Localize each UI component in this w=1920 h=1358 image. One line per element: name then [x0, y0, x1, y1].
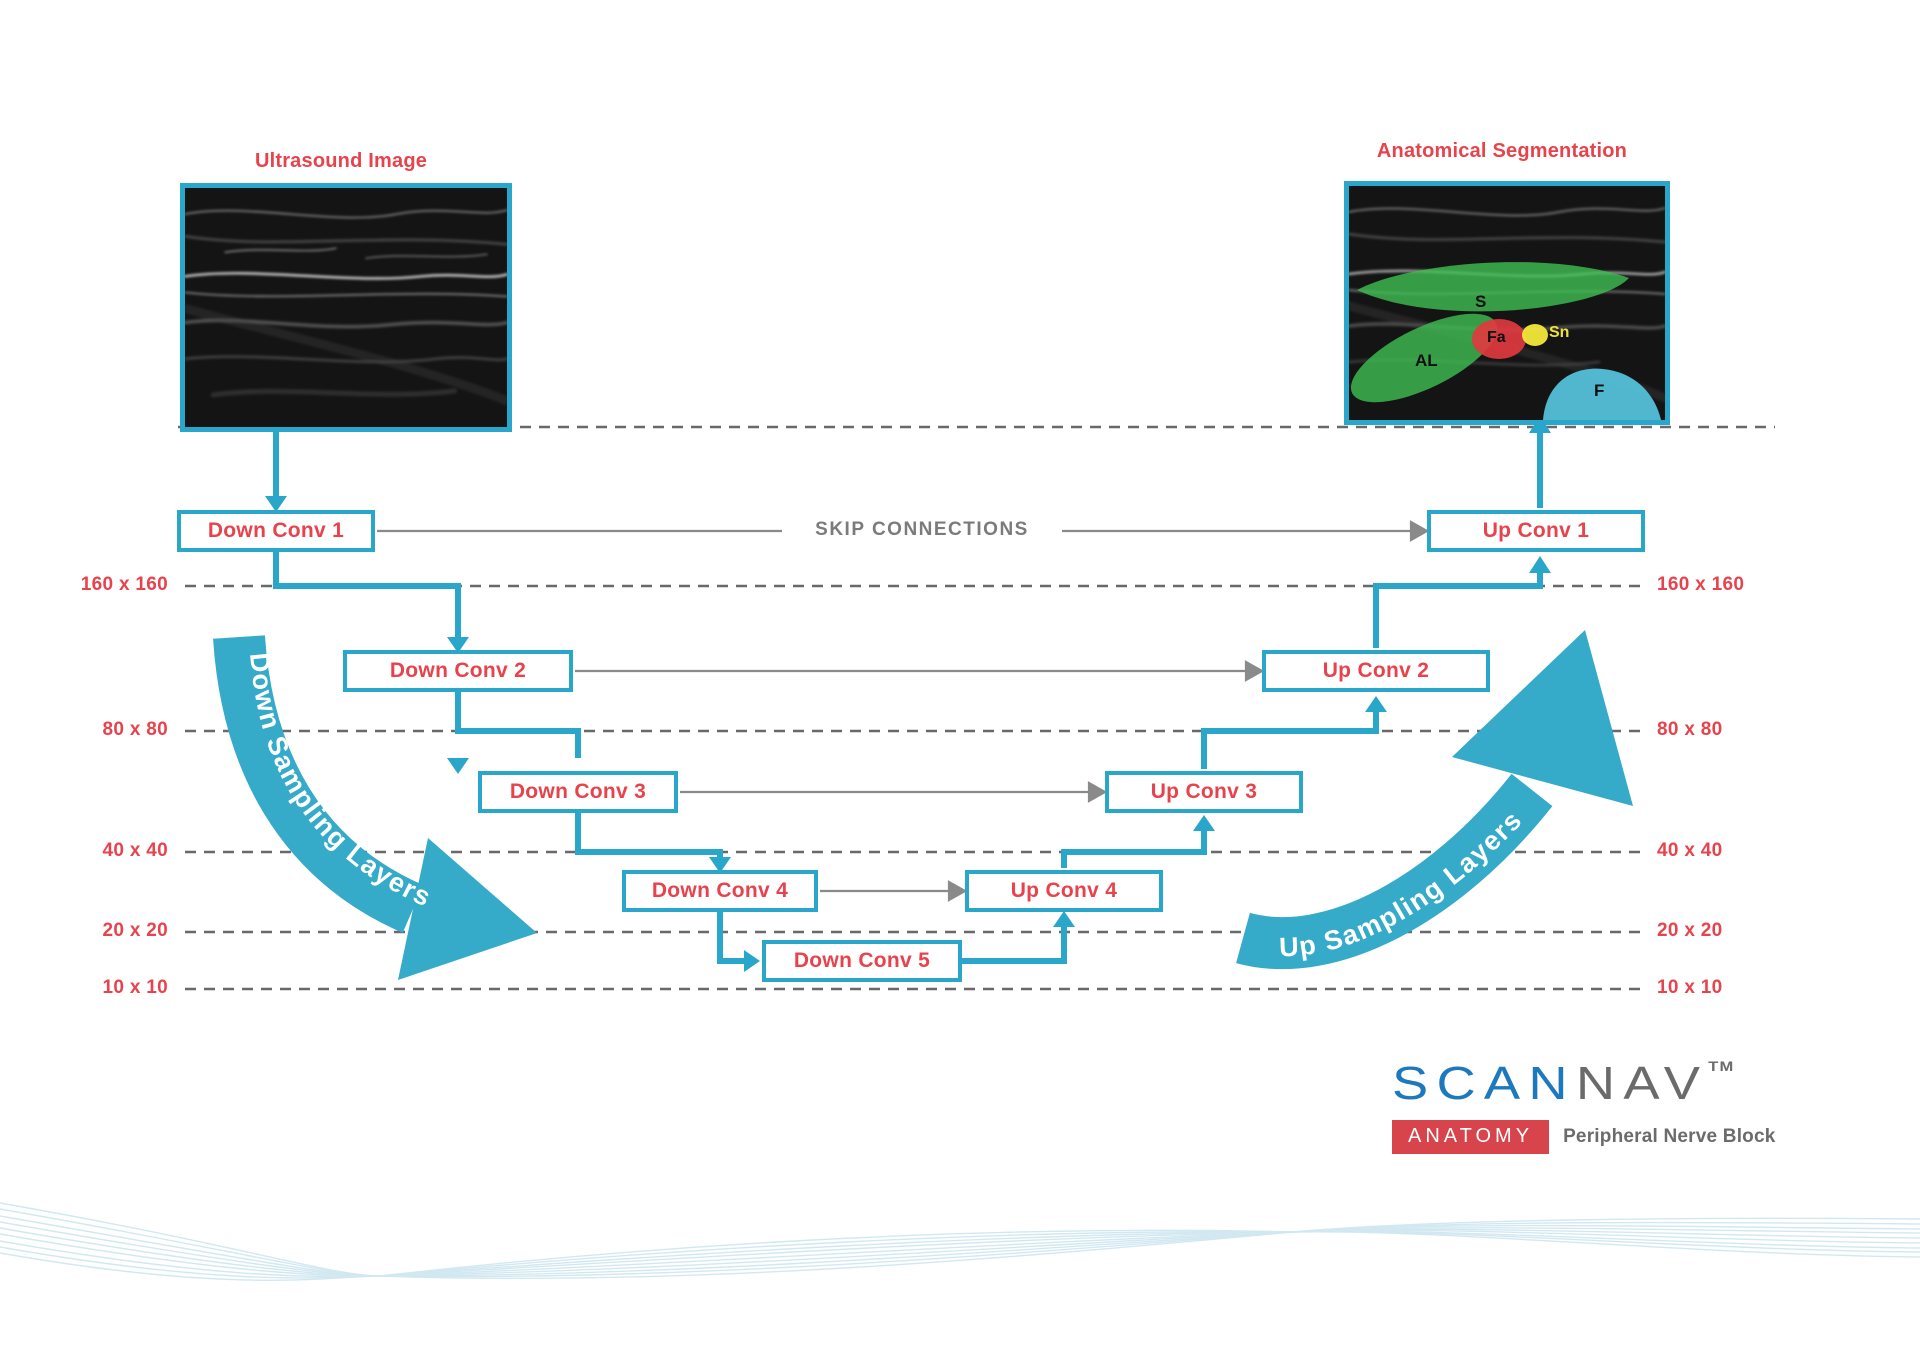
segmentation-overlays: [1350, 262, 1661, 420]
region-al-blob: [1350, 313, 1498, 403]
skip-arrowhead-4: [947, 880, 968, 902]
down-conv-5-box: Down Conv 5: [762, 940, 962, 982]
region-label-fa: Fa: [1487, 329, 1506, 346]
ultrasound-texture: [185, 188, 507, 427]
down-conv-4-box: Down Conv 4: [622, 870, 818, 912]
region-sn-blob: [1522, 324, 1548, 346]
resolution-right-40: 40 x 40: [1657, 840, 1723, 861]
input-image-title: Ultrasound Image: [254, 150, 428, 172]
resolution-left-10: 10 x 10: [102, 977, 168, 998]
down-conv-2-box: Down Conv 2: [343, 650, 573, 692]
product-line: ANATOMY Peripheral Nerve Block: [1392, 1120, 1832, 1154]
region-fa-blob: [1472, 319, 1526, 359]
skip-connection-lines: [377, 520, 1430, 902]
up-conv-4-box: Up Conv 4: [965, 870, 1163, 912]
region-label-f: F: [1594, 381, 1605, 400]
output-image-title: Anatomical Segmentation: [1376, 140, 1628, 162]
logo-nav-text: NAV: [1575, 1057, 1709, 1109]
skip-arrowhead-2: [1244, 660, 1265, 682]
resolution-left-80: 80 x 80: [102, 719, 168, 740]
resolution-left-20: 20 x 20: [102, 920, 168, 941]
ultrasound-image: [180, 183, 512, 432]
trademark-symbol: TM: [1708, 1058, 1735, 1074]
skip-arrowhead-1: [1409, 520, 1430, 542]
anatomy-badge: ANATOMY: [1392, 1120, 1550, 1154]
up-conv-3-box: Up Conv 3: [1105, 771, 1303, 813]
resolution-right-160: 160 x 160: [1657, 574, 1745, 595]
region-label-sn: Sn: [1549, 324, 1570, 341]
resolution-left-40: 40 x 40: [102, 840, 168, 861]
conv-connector-arrowheads: [265, 416, 1551, 972]
down-conv-3-box: Down Conv 3: [478, 771, 678, 813]
ribbon-waves: [0, 1202, 1920, 1281]
skip-arrowhead-3: [1087, 781, 1108, 803]
region-label-al: AL: [1415, 351, 1438, 370]
resolution-right-80: 80 x 80: [1657, 719, 1723, 740]
resolution-right-10: 10 x 10: [1657, 977, 1723, 998]
region-f-blob: [1543, 368, 1661, 420]
skip-connections-label: SKIP CONNECTIONS: [790, 519, 1054, 541]
up-conv-2-box: Up Conv 2: [1262, 650, 1490, 692]
down-conv-1-box: Down Conv 1: [177, 510, 375, 552]
up-conv-1-box: Up Conv 1: [1427, 510, 1645, 552]
resolution-right-20: 20 x 20: [1657, 920, 1723, 941]
segmentation-image: S Fa Sn AL F: [1344, 181, 1670, 425]
logo-scan-text: SCAN: [1392, 1057, 1576, 1109]
segmentation-texture: [1349, 186, 1665, 420]
resolution-left-160: 160 x 160: [80, 574, 168, 595]
region-label-s: S: [1475, 292, 1487, 311]
conv-connectors: [273, 424, 1543, 964]
product-tagline: Peripheral Nerve Block: [1563, 1126, 1776, 1147]
region-s-blob: [1357, 262, 1629, 312]
